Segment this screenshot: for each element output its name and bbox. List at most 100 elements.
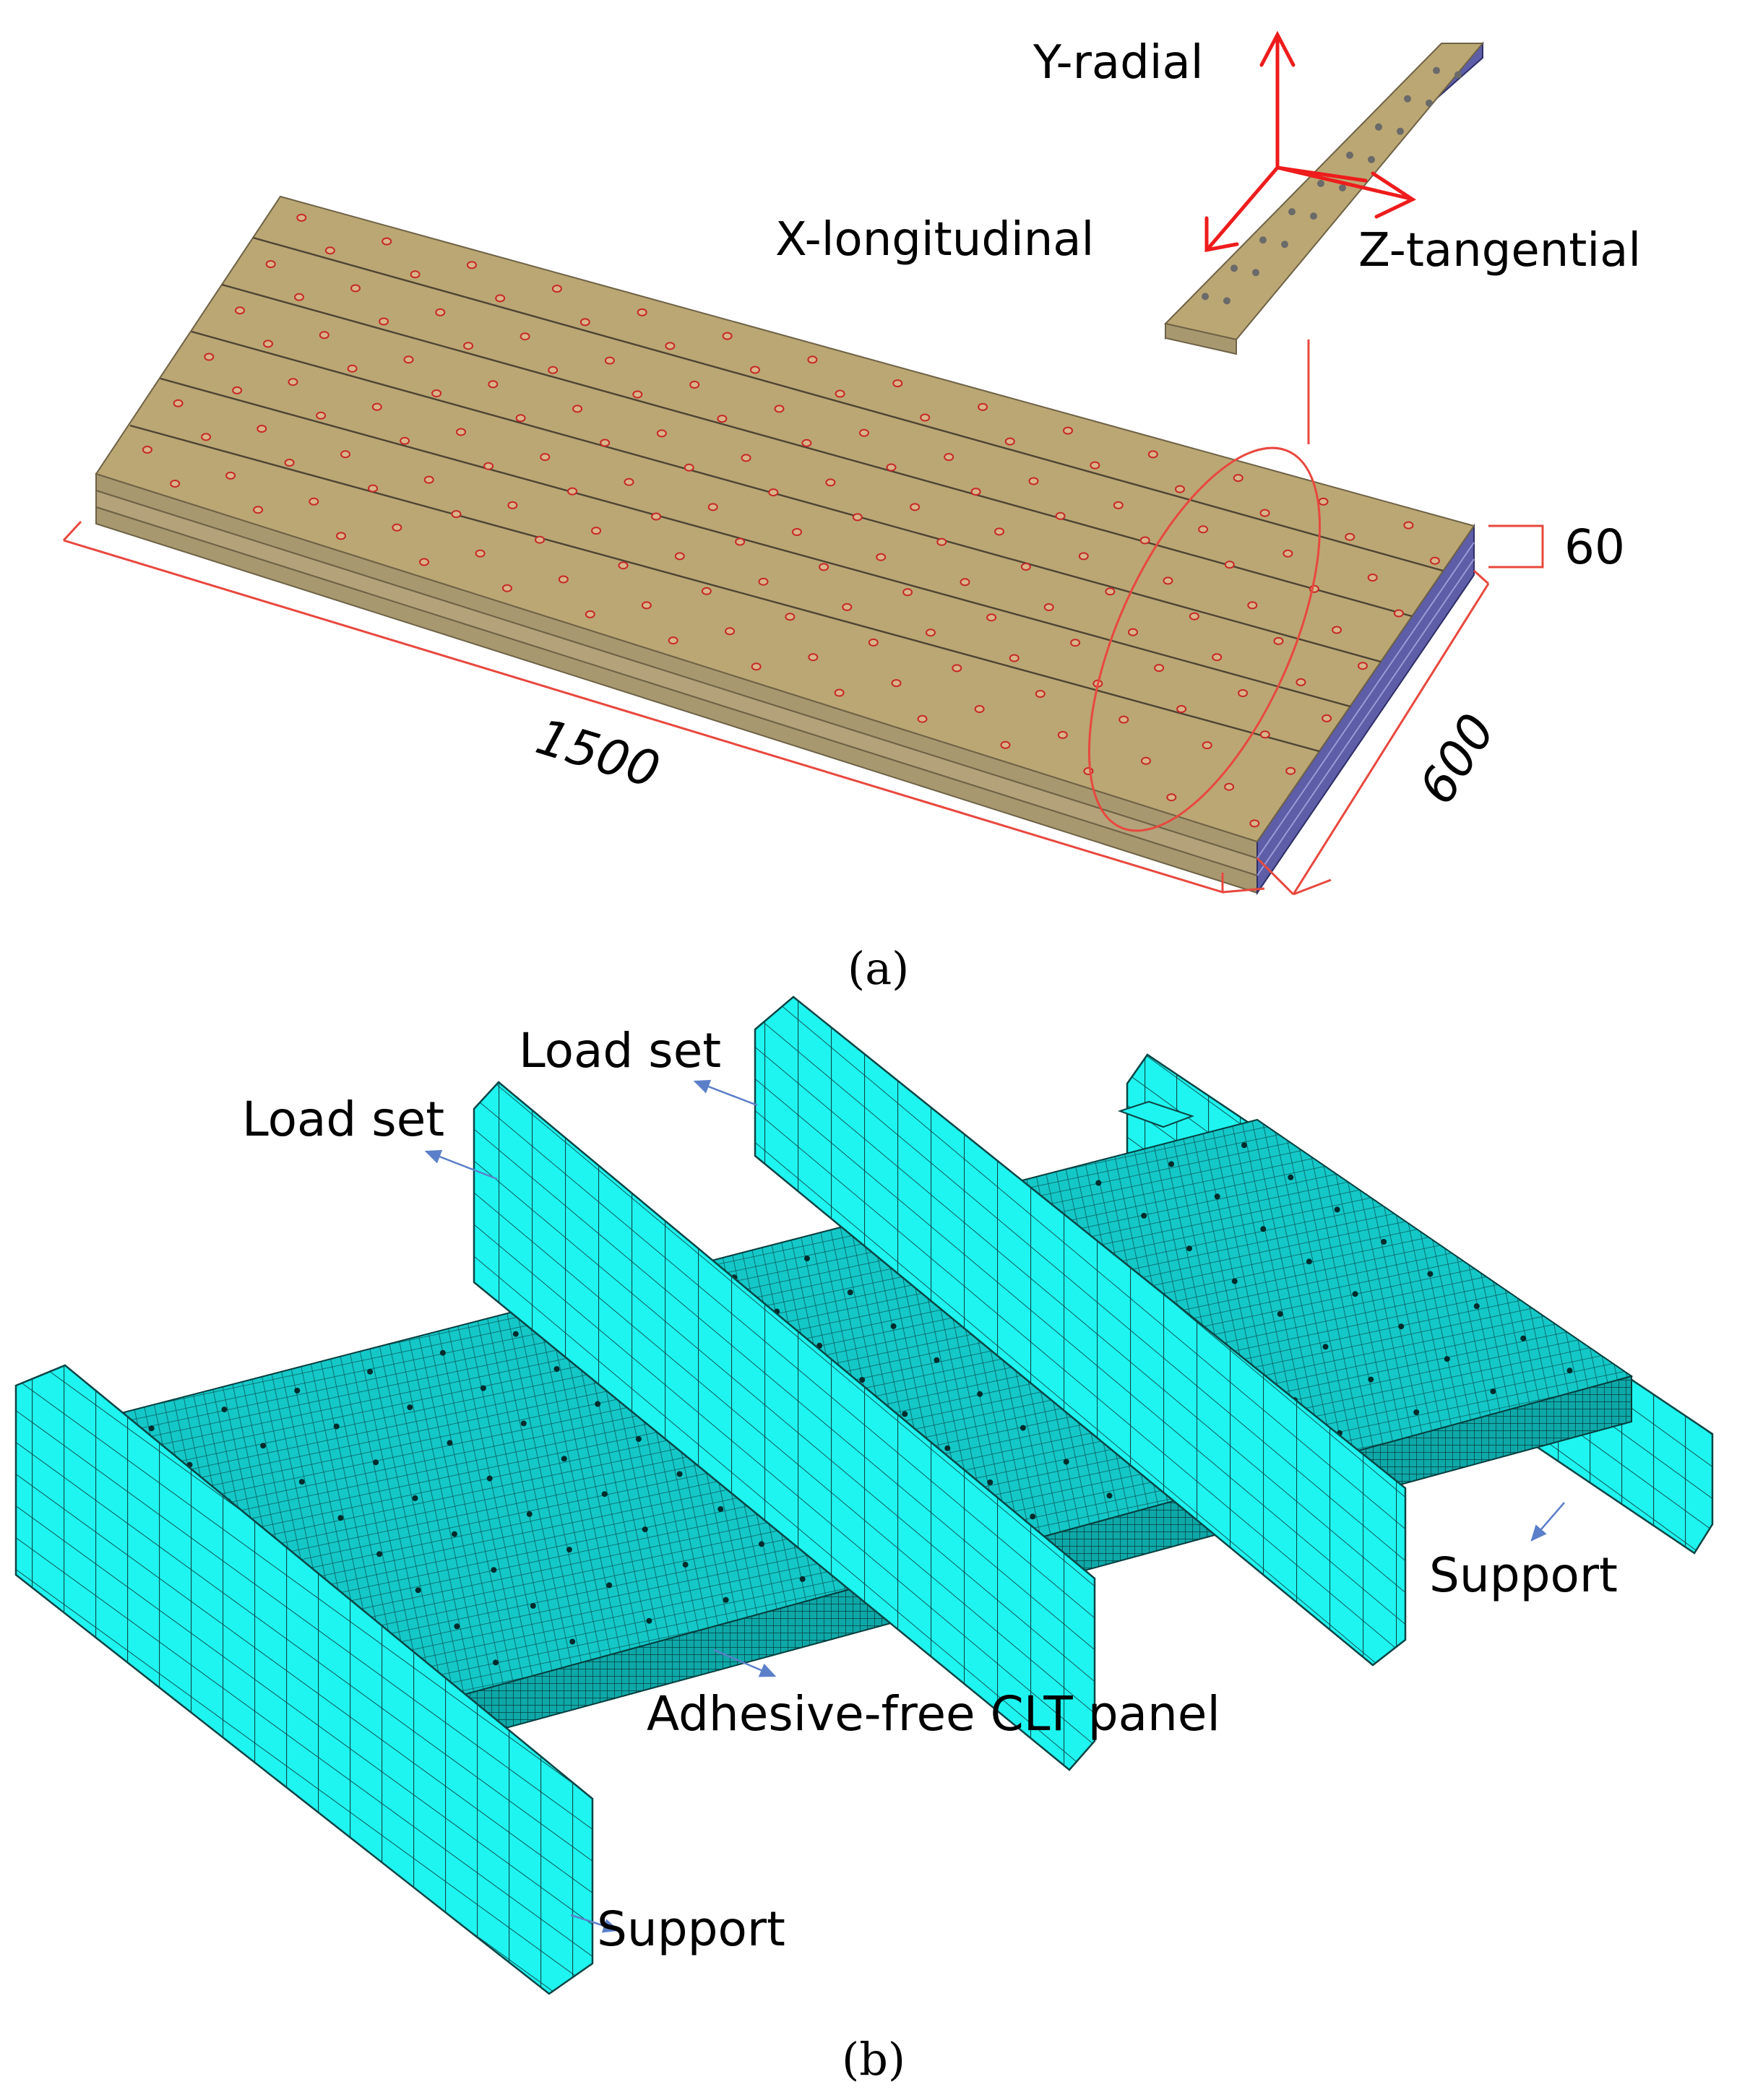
axis-label-z: Z-tangential xyxy=(1358,224,1641,277)
mesh-node xyxy=(491,1567,497,1573)
mesh-node xyxy=(1277,1310,1283,1317)
dowel-hole xyxy=(1393,609,1404,618)
mesh-node xyxy=(944,1445,951,1451)
mesh-node xyxy=(337,1515,344,1521)
dowel-hole xyxy=(371,402,382,411)
caption-a: (a) xyxy=(848,942,909,995)
mesh-node xyxy=(447,1440,453,1446)
board-hole xyxy=(1339,184,1346,191)
dowel-hole xyxy=(284,459,295,467)
dowel-hole xyxy=(551,285,562,293)
axis-label-y: Y-radial xyxy=(1033,36,1204,90)
dowel-hole xyxy=(173,399,184,407)
dowel-hole xyxy=(456,428,466,436)
dowel-hole xyxy=(1273,636,1284,645)
detail-circle xyxy=(1087,446,1322,832)
dowel-hole xyxy=(431,389,442,397)
dowel-hole xyxy=(558,575,569,584)
load-set-plate-left xyxy=(473,1081,1096,1771)
mesh-node xyxy=(676,1471,683,1477)
dowel-hole xyxy=(1367,574,1378,582)
mesh-node xyxy=(595,1401,601,1407)
board-hole xyxy=(1202,293,1209,301)
label-support-left: Support xyxy=(597,1901,785,1957)
dowel-hole xyxy=(1154,664,1165,673)
dowel-hole xyxy=(920,413,931,422)
mesh-node xyxy=(635,1436,642,1442)
mesh-node xyxy=(298,1479,305,1485)
dowel-hole xyxy=(876,553,887,561)
axis-label-x: X-longitudinal xyxy=(775,213,1094,267)
dowel-hole xyxy=(1105,587,1116,596)
dowel-hole xyxy=(1318,497,1329,506)
dowel-hole xyxy=(495,294,506,303)
dowel-hole xyxy=(501,584,512,592)
mesh-node xyxy=(373,1459,379,1466)
axis-board-holes xyxy=(1202,66,1462,305)
mesh-node xyxy=(520,1420,527,1427)
dowel-hole xyxy=(1141,756,1151,765)
board-hole xyxy=(1223,297,1230,305)
mesh-node xyxy=(1322,1344,1329,1350)
dowel-hole xyxy=(936,537,947,546)
dowel-hole xyxy=(319,331,329,340)
dowel-hole xyxy=(952,664,962,673)
dowel-hole xyxy=(1035,690,1046,698)
mesh-node xyxy=(1241,1142,1247,1149)
board-hole xyxy=(1397,127,1404,135)
dowel-hole xyxy=(507,501,518,509)
dowel-hole xyxy=(1028,477,1039,485)
mesh-node xyxy=(415,1587,421,1594)
board-hole xyxy=(1433,66,1440,74)
mesh-node xyxy=(512,1331,519,1337)
mesh-node xyxy=(1306,1258,1312,1265)
dowel-hole xyxy=(1118,715,1129,724)
dowel-hole xyxy=(463,342,474,350)
board-hole xyxy=(1375,123,1382,131)
mesh-node xyxy=(367,1368,374,1375)
dowel-hole xyxy=(1233,474,1243,483)
mesh-node xyxy=(493,1659,499,1666)
mesh-node xyxy=(717,1506,724,1512)
dowel-hole xyxy=(902,588,913,597)
mesh-node xyxy=(1490,1388,1496,1395)
panel-b: Load set Load set Support Adhesive-free … xyxy=(14,995,1714,2086)
dowel-hole xyxy=(668,636,678,645)
dowel-hole xyxy=(1403,521,1414,530)
dowel-hole xyxy=(834,688,845,697)
dowel-hole xyxy=(819,563,829,571)
dowel-hole xyxy=(410,270,421,279)
dowel-hole xyxy=(225,471,236,480)
mesh-node xyxy=(1368,1376,1374,1383)
mesh-node xyxy=(486,1475,493,1482)
dowel-hole xyxy=(316,411,327,420)
dowel-hole xyxy=(1358,662,1368,670)
dowel-hole xyxy=(350,284,361,293)
mesh-node xyxy=(1473,1303,1480,1310)
dowel-hole xyxy=(379,317,389,326)
board-hole xyxy=(1259,236,1267,244)
mesh-node xyxy=(1231,1278,1238,1284)
mesh-node xyxy=(1398,1323,1405,1330)
mesh-node xyxy=(1352,1291,1358,1297)
mesh-node xyxy=(934,1357,940,1363)
mesh-node xyxy=(1288,1174,1294,1180)
mesh-node xyxy=(1334,1206,1340,1213)
board-hole xyxy=(1310,212,1317,220)
board-hole xyxy=(1230,264,1238,272)
dowel-hole xyxy=(253,506,264,514)
dowel-hole xyxy=(1283,549,1293,558)
mesh-node xyxy=(847,1289,853,1295)
dowel-hole xyxy=(701,587,712,595)
dowel-hole xyxy=(204,353,215,361)
dowel-hole xyxy=(1000,740,1011,749)
dowel-hole xyxy=(674,552,685,561)
dowel-hole xyxy=(600,438,611,447)
dowel-hole xyxy=(1128,628,1138,636)
dowel-hole xyxy=(1202,741,1212,750)
board-hole xyxy=(1426,99,1433,107)
mesh-node xyxy=(1095,1180,1102,1186)
mesh-node xyxy=(987,1479,993,1485)
dowel-hole xyxy=(572,405,583,413)
